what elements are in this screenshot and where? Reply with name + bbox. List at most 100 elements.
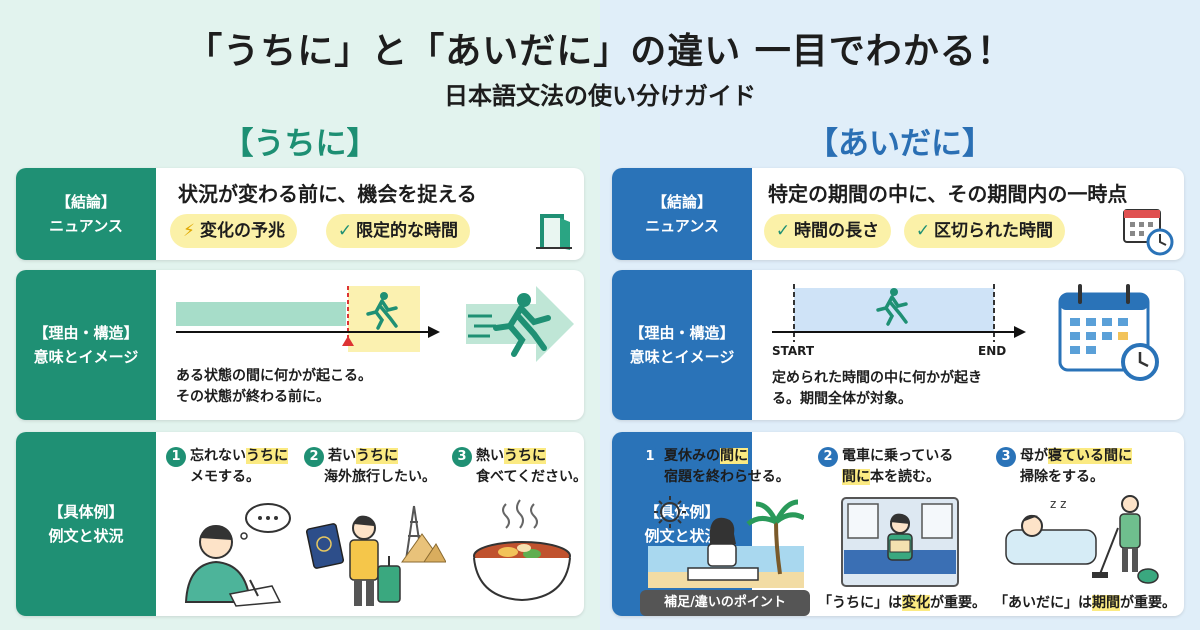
- example-line2: メモする。: [190, 469, 260, 485]
- example-text: 忘れない: [190, 448, 246, 464]
- sun-icon: [654, 496, 686, 528]
- aidani-structure-label: 【理由・構造】 意味とイメージ: [612, 270, 752, 420]
- chip-label: 時間の長さ: [794, 221, 879, 241]
- uchini-example-label: 【具体例】 例文と状況: [16, 432, 156, 616]
- example-text: 電車に乗っている: [842, 448, 954, 464]
- suitcase-icon: [377, 556, 401, 603]
- label-line2: 例文と状況: [48, 527, 124, 545]
- example-text: 夏休みの: [664, 448, 720, 464]
- note-text: が重要。: [1120, 595, 1176, 611]
- cleaning-illustration: z z: [1005, 495, 1159, 584]
- uchini-structure-row: 【理由・構造】 意味とイメージ: [16, 270, 584, 420]
- aidani-headline: 特定の期間の中に、その期間内の一時点: [768, 182, 1128, 206]
- example-text: 熱い: [476, 448, 504, 464]
- calendar-illustration: [1058, 284, 1159, 381]
- uchini-note: 「うちに」は変化が重要。: [818, 592, 986, 612]
- uchini-chip-change: ⚡変化の予兆: [170, 214, 297, 248]
- uchini-structure-body: ある状態の間に何かが起こる。 その状態が終わる前に。: [156, 270, 584, 420]
- supplement-tag: 補足/違いのポイント: [640, 590, 810, 616]
- example-number: 3: [996, 447, 1016, 467]
- uchini-nuance-label: 【結論】 ニュアンス: [16, 168, 156, 260]
- page-subtitle: 日本語文法の使い分けガイド: [444, 82, 756, 110]
- door-icon: [536, 214, 572, 250]
- example-highlight: 間に: [842, 469, 870, 485]
- palm-tree-icon: [746, 499, 804, 575]
- lightning-icon: ⚡: [183, 221, 195, 241]
- example-text: 母が: [1020, 448, 1048, 464]
- vacuum-icon: [1092, 527, 1159, 584]
- pyramid-icon: [401, 533, 446, 563]
- state-bar: [176, 302, 346, 326]
- example-number: 3: [452, 447, 472, 467]
- aidani-chip-bounded: ✓区切られた時間: [904, 214, 1065, 248]
- example-text: 若い: [328, 448, 356, 464]
- aidani-timeline-diagram: [772, 284, 1026, 342]
- clock-icon: [1146, 228, 1174, 256]
- example-line2: 宿題を終わらせる。: [664, 469, 790, 485]
- svg-text:z z: z z: [1050, 497, 1066, 511]
- check-icon: ✓: [775, 221, 791, 241]
- arrow-icon: [466, 286, 574, 362]
- sleeping-person-icon: [1005, 514, 1097, 565]
- uchini-chip-limited: ✓限定的な時間: [326, 214, 470, 248]
- example-text: 本を読む。: [870, 469, 940, 485]
- page-title: 「うちに」と「あいだに」の違い 一目でわかる！: [186, 31, 1014, 72]
- label-line1: 【結論】: [55, 193, 116, 211]
- desc-line2: る。期間全体が対象。: [772, 391, 912, 407]
- check-icon: ✓: [915, 221, 931, 241]
- aidani-nuance-row: 【結論】 ニュアンス 特定の期間の中に、その期間内の一時点 ✓時間の長さ ✓区切…: [612, 168, 1184, 260]
- aidani-structure-body: START END: [752, 270, 1184, 420]
- aidani-desc: 定められた時間の中に何かが起き る。期間全体が対象。: [772, 368, 982, 410]
- chip-label: 変化の予兆: [200, 221, 285, 241]
- example-highlight: 間に: [720, 448, 748, 464]
- clock-icon: [1121, 343, 1159, 381]
- example-highlight: うちに: [356, 448, 398, 464]
- aidani-chip-length: ✓時間の長さ: [764, 214, 891, 248]
- running-person-icon: [366, 292, 398, 330]
- uchini-nuance-row: 【結論】 ニュアンス 状況が変わる前に、機会を捉える ⚡変化の予兆 ✓限定的な時…: [16, 168, 584, 260]
- label-line1: 【理由・構造】: [629, 324, 735, 342]
- summer-homework-illustration: [648, 496, 804, 588]
- desc-line2: その状態が終わる前に。: [176, 389, 330, 405]
- label-line2: ニュアンス: [49, 217, 123, 235]
- uchini-title: 【うちに】: [222, 126, 378, 162]
- travel-illustration: [306, 505, 446, 606]
- label-line2: 意味とイメージ: [33, 348, 139, 366]
- memo-writing-illustration: [184, 503, 291, 607]
- aidani-note: 「あいだに」は期間が重要。: [994, 592, 1176, 612]
- example-line2: 海外旅行したい。: [324, 469, 436, 485]
- label-line2: 例文と状況: [644, 527, 720, 545]
- passport-icon: [306, 523, 345, 569]
- aidani-nuance-label: 【結論】 ニュアンス: [612, 168, 752, 260]
- example-line2: 食べてください。: [476, 469, 584, 485]
- example-number: 1: [640, 447, 660, 467]
- desc-line1: ある状態の間に何かが起こる。: [176, 368, 372, 384]
- aidani-structure-row: 【理由・構造】 意味とイメージ START END: [612, 270, 1184, 420]
- example-highlight: うちに: [504, 448, 546, 464]
- note-highlight: 変化: [902, 595, 930, 611]
- example-highlight: うちに: [246, 448, 288, 464]
- start-label: START: [772, 344, 815, 358]
- example-line2: 間に本を読む。: [818, 467, 953, 488]
- aidani-title: 【あいだに】: [807, 126, 993, 162]
- uchini-timeline-diagram: [176, 286, 574, 362]
- label-line2: 意味とイメージ: [629, 348, 735, 366]
- example-number: 2: [818, 447, 838, 467]
- thought-bubble-icon: [240, 503, 291, 540]
- uchini-desc: ある状態の間に何かが起こる。 その状態が終わる前に。: [176, 366, 372, 408]
- ramen-illustration: [473, 499, 571, 602]
- label-line1: 【具体例】: [48, 503, 124, 521]
- note-highlight: 期間: [1092, 595, 1120, 611]
- example-number: 1: [166, 447, 186, 467]
- label-line2: ニュアンス: [645, 217, 719, 235]
- example-number: 2: [304, 447, 324, 467]
